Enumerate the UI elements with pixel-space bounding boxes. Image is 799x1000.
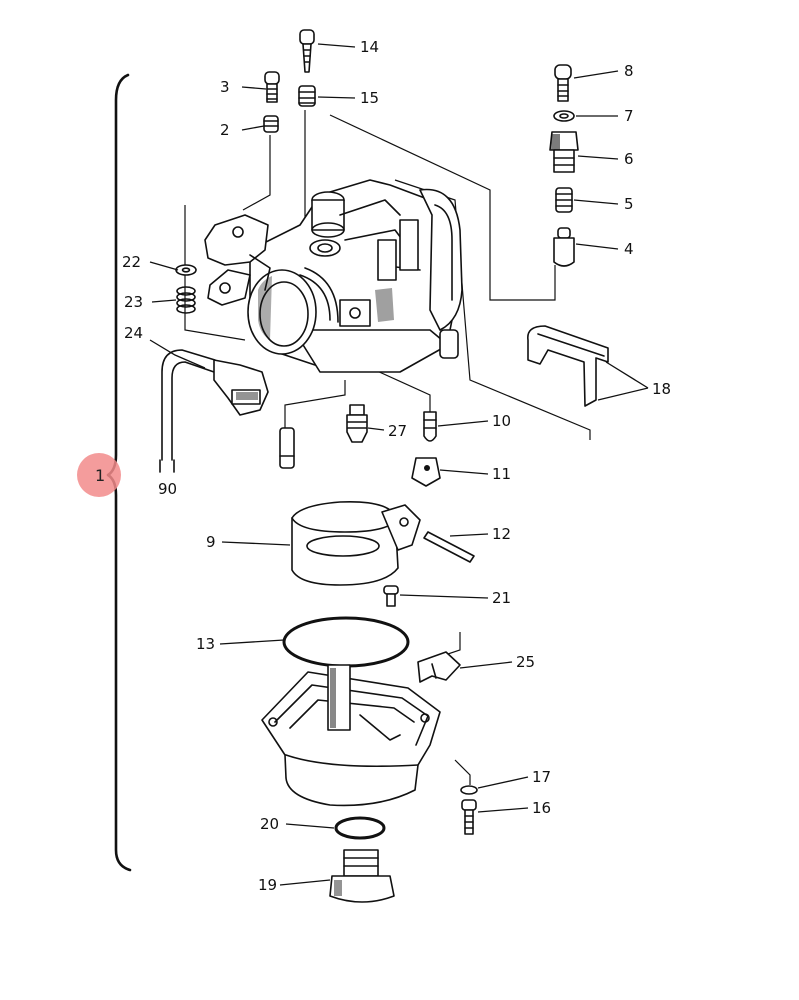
- part-12-pin: [423, 531, 475, 563]
- part-20-o-ring: [334, 816, 386, 840]
- label-part-6: 6: [624, 150, 634, 168]
- leader-lines: [149, 43, 649, 886]
- part-16-screw: [461, 799, 477, 835]
- part-4-needle-valve: [553, 227, 575, 267]
- label-part-22: 22: [122, 253, 141, 271]
- part-3-screw: [264, 71, 280, 103]
- part-5-spring: [555, 187, 573, 213]
- label-part-25: 25: [516, 653, 535, 671]
- part-9-float: [291, 500, 421, 586]
- part-7-washer: [553, 110, 575, 122]
- label-part-20: 20: [260, 815, 279, 833]
- label-part-24: 24: [124, 324, 143, 342]
- label-part-19: 19: [258, 876, 277, 894]
- label-part-7: 7: [624, 107, 634, 125]
- label-part-10: 10: [492, 412, 511, 430]
- part-15-spring: [298, 85, 316, 107]
- label-part-8: 8: [624, 62, 634, 80]
- carburetor-body: [247, 179, 463, 373]
- part-17-washer: [460, 785, 478, 795]
- label-part-4: 4: [624, 240, 634, 258]
- label-part-14: 14: [360, 38, 379, 56]
- pilot-jet: [279, 427, 295, 469]
- label-part-17: 17: [532, 768, 551, 786]
- label-part-2: 2: [220, 121, 230, 139]
- part-24-hose: [159, 349, 269, 473]
- part-8-screw: [554, 64, 572, 102]
- part-27-main-jet: [346, 404, 368, 443]
- part-14-screw: [299, 29, 315, 73]
- label-part-15: 15: [360, 89, 379, 107]
- label-part-13: 13: [196, 635, 215, 653]
- part-23-spring: [176, 286, 196, 314]
- part-13-gasket: [282, 616, 410, 668]
- label-part-16: 16: [532, 799, 551, 817]
- float-bowl: [261, 664, 441, 807]
- part-2-spring: [263, 115, 279, 133]
- label-part-27: 27: [388, 422, 407, 440]
- part-labels: 14 15 3 2 8 7 6 5 4 22 23 24 18 27 10 11…: [122, 38, 671, 894]
- label-part-18: 18: [652, 380, 671, 398]
- label-part-5: 5: [624, 195, 634, 213]
- part-10-needle-jet: [423, 411, 437, 442]
- label-part-11: 11: [492, 465, 511, 483]
- part-11-float-valve-seat: [411, 457, 441, 487]
- part-25-clip: [417, 651, 461, 683]
- throttle-linkage: [204, 214, 271, 306]
- label-wire-ends: 90: [158, 480, 177, 498]
- part-22-washer: [175, 264, 197, 276]
- hotspot-circle[interactable]: [77, 453, 121, 497]
- part-6-holder: [549, 131, 579, 173]
- part-19-drain-plug: [329, 849, 395, 903]
- label-part-21: 21: [492, 589, 511, 607]
- label-part-9: 9: [206, 533, 216, 551]
- assembly-hotspot-1[interactable]: 1: [77, 453, 121, 497]
- part-18-clip: [527, 325, 609, 407]
- label-part-12: 12: [492, 525, 511, 543]
- label-part-23: 23: [124, 293, 143, 311]
- hotspot-label: 1: [95, 466, 105, 485]
- part-21-screw: [383, 585, 399, 607]
- label-part-3: 3: [220, 78, 230, 96]
